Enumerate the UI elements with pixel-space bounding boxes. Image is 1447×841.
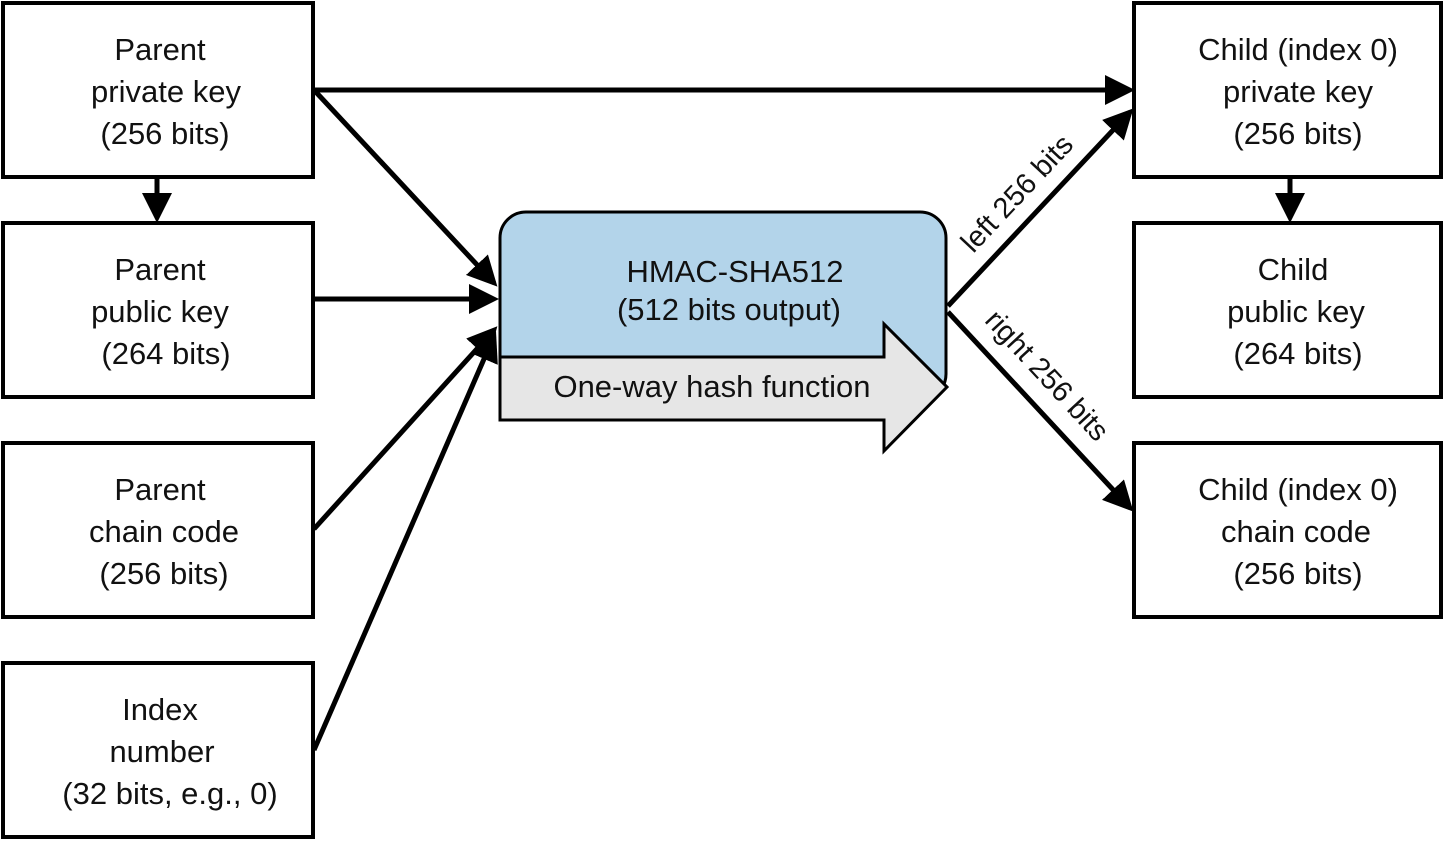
- child-private-key-box: Child (index 0) private key (256 bits): [1132, 1, 1443, 179]
- parent-private-key-line2: private key: [91, 74, 241, 109]
- one-way-hash-arrow: One-way hash function: [498, 320, 950, 455]
- parent-chain-code-line1: Parent: [114, 472, 206, 507]
- edge-hash-to-child-chaincode: [946, 310, 1134, 512]
- child-public-key-line3: (264 bits): [1233, 336, 1362, 371]
- child-chain-code-box: Child (index 0) chain code (256 bits): [1132, 441, 1443, 619]
- edge-hash-to-child-private: [946, 108, 1134, 308]
- parent-public-key-line1: Parent: [114, 252, 206, 287]
- parent-public-key-box: Parent public key (264 bits): [1, 221, 315, 399]
- hmac-sha512-box: HMAC-SHA512 (512 bits output): [498, 210, 948, 402]
- edge-private-to-hash: [312, 88, 498, 287]
- one-way-hash-arrow-shape: [498, 320, 950, 455]
- left-256-bits-label: left 256 bits: [955, 129, 1080, 259]
- index-number-line1: Index: [122, 692, 198, 727]
- index-number-line3: (32 bits, e.g., 0): [62, 776, 277, 811]
- parent-public-key-line3: (264 bits): [101, 336, 230, 371]
- one-way-hash-label: One-way hash function: [553, 369, 870, 404]
- parent-private-key-box: Parent private key (256 bits): [1, 1, 315, 179]
- child-private-key-line2: private key: [1223, 74, 1373, 109]
- child-chain-code-line2: chain code: [1221, 514, 1371, 549]
- child-chain-code-line1: Child (index 0): [1198, 472, 1398, 507]
- hmac-sha512-title: HMAC-SHA512: [626, 254, 843, 289]
- edge-index-to-hash: [311, 331, 498, 751]
- right-256-bits-label: right 256 bits: [978, 304, 1114, 448]
- hmac-sha512-subtitle: (512 bits output): [617, 292, 841, 327]
- index-number-line2: number: [109, 734, 214, 769]
- parent-private-key-line3: (256 bits): [100, 116, 229, 151]
- child-chain-code-line3: (256 bits): [1233, 556, 1362, 591]
- parent-private-key-line1: Parent: [114, 32, 206, 67]
- parent-chain-code-line3: (256 bits): [99, 556, 228, 591]
- index-number-box: Index number (32 bits, e.g., 0): [1, 661, 315, 839]
- parent-chain-code-line2: chain code: [89, 514, 239, 549]
- child-public-key-line2: public key: [1227, 294, 1365, 329]
- child-public-key-line1: Child: [1258, 252, 1329, 287]
- parent-public-key-line2: public key: [91, 294, 229, 329]
- child-private-key-line1: Child (index 0): [1198, 32, 1398, 67]
- parent-chain-code-box: Parent chain code (256 bits): [1, 441, 315, 619]
- child-public-key-box: Child public key (264 bits): [1132, 221, 1443, 399]
- edges: [142, 75, 1305, 751]
- child-private-key-line3: (256 bits): [1233, 116, 1362, 151]
- edge-chaincode-to-hash: [312, 326, 498, 531]
